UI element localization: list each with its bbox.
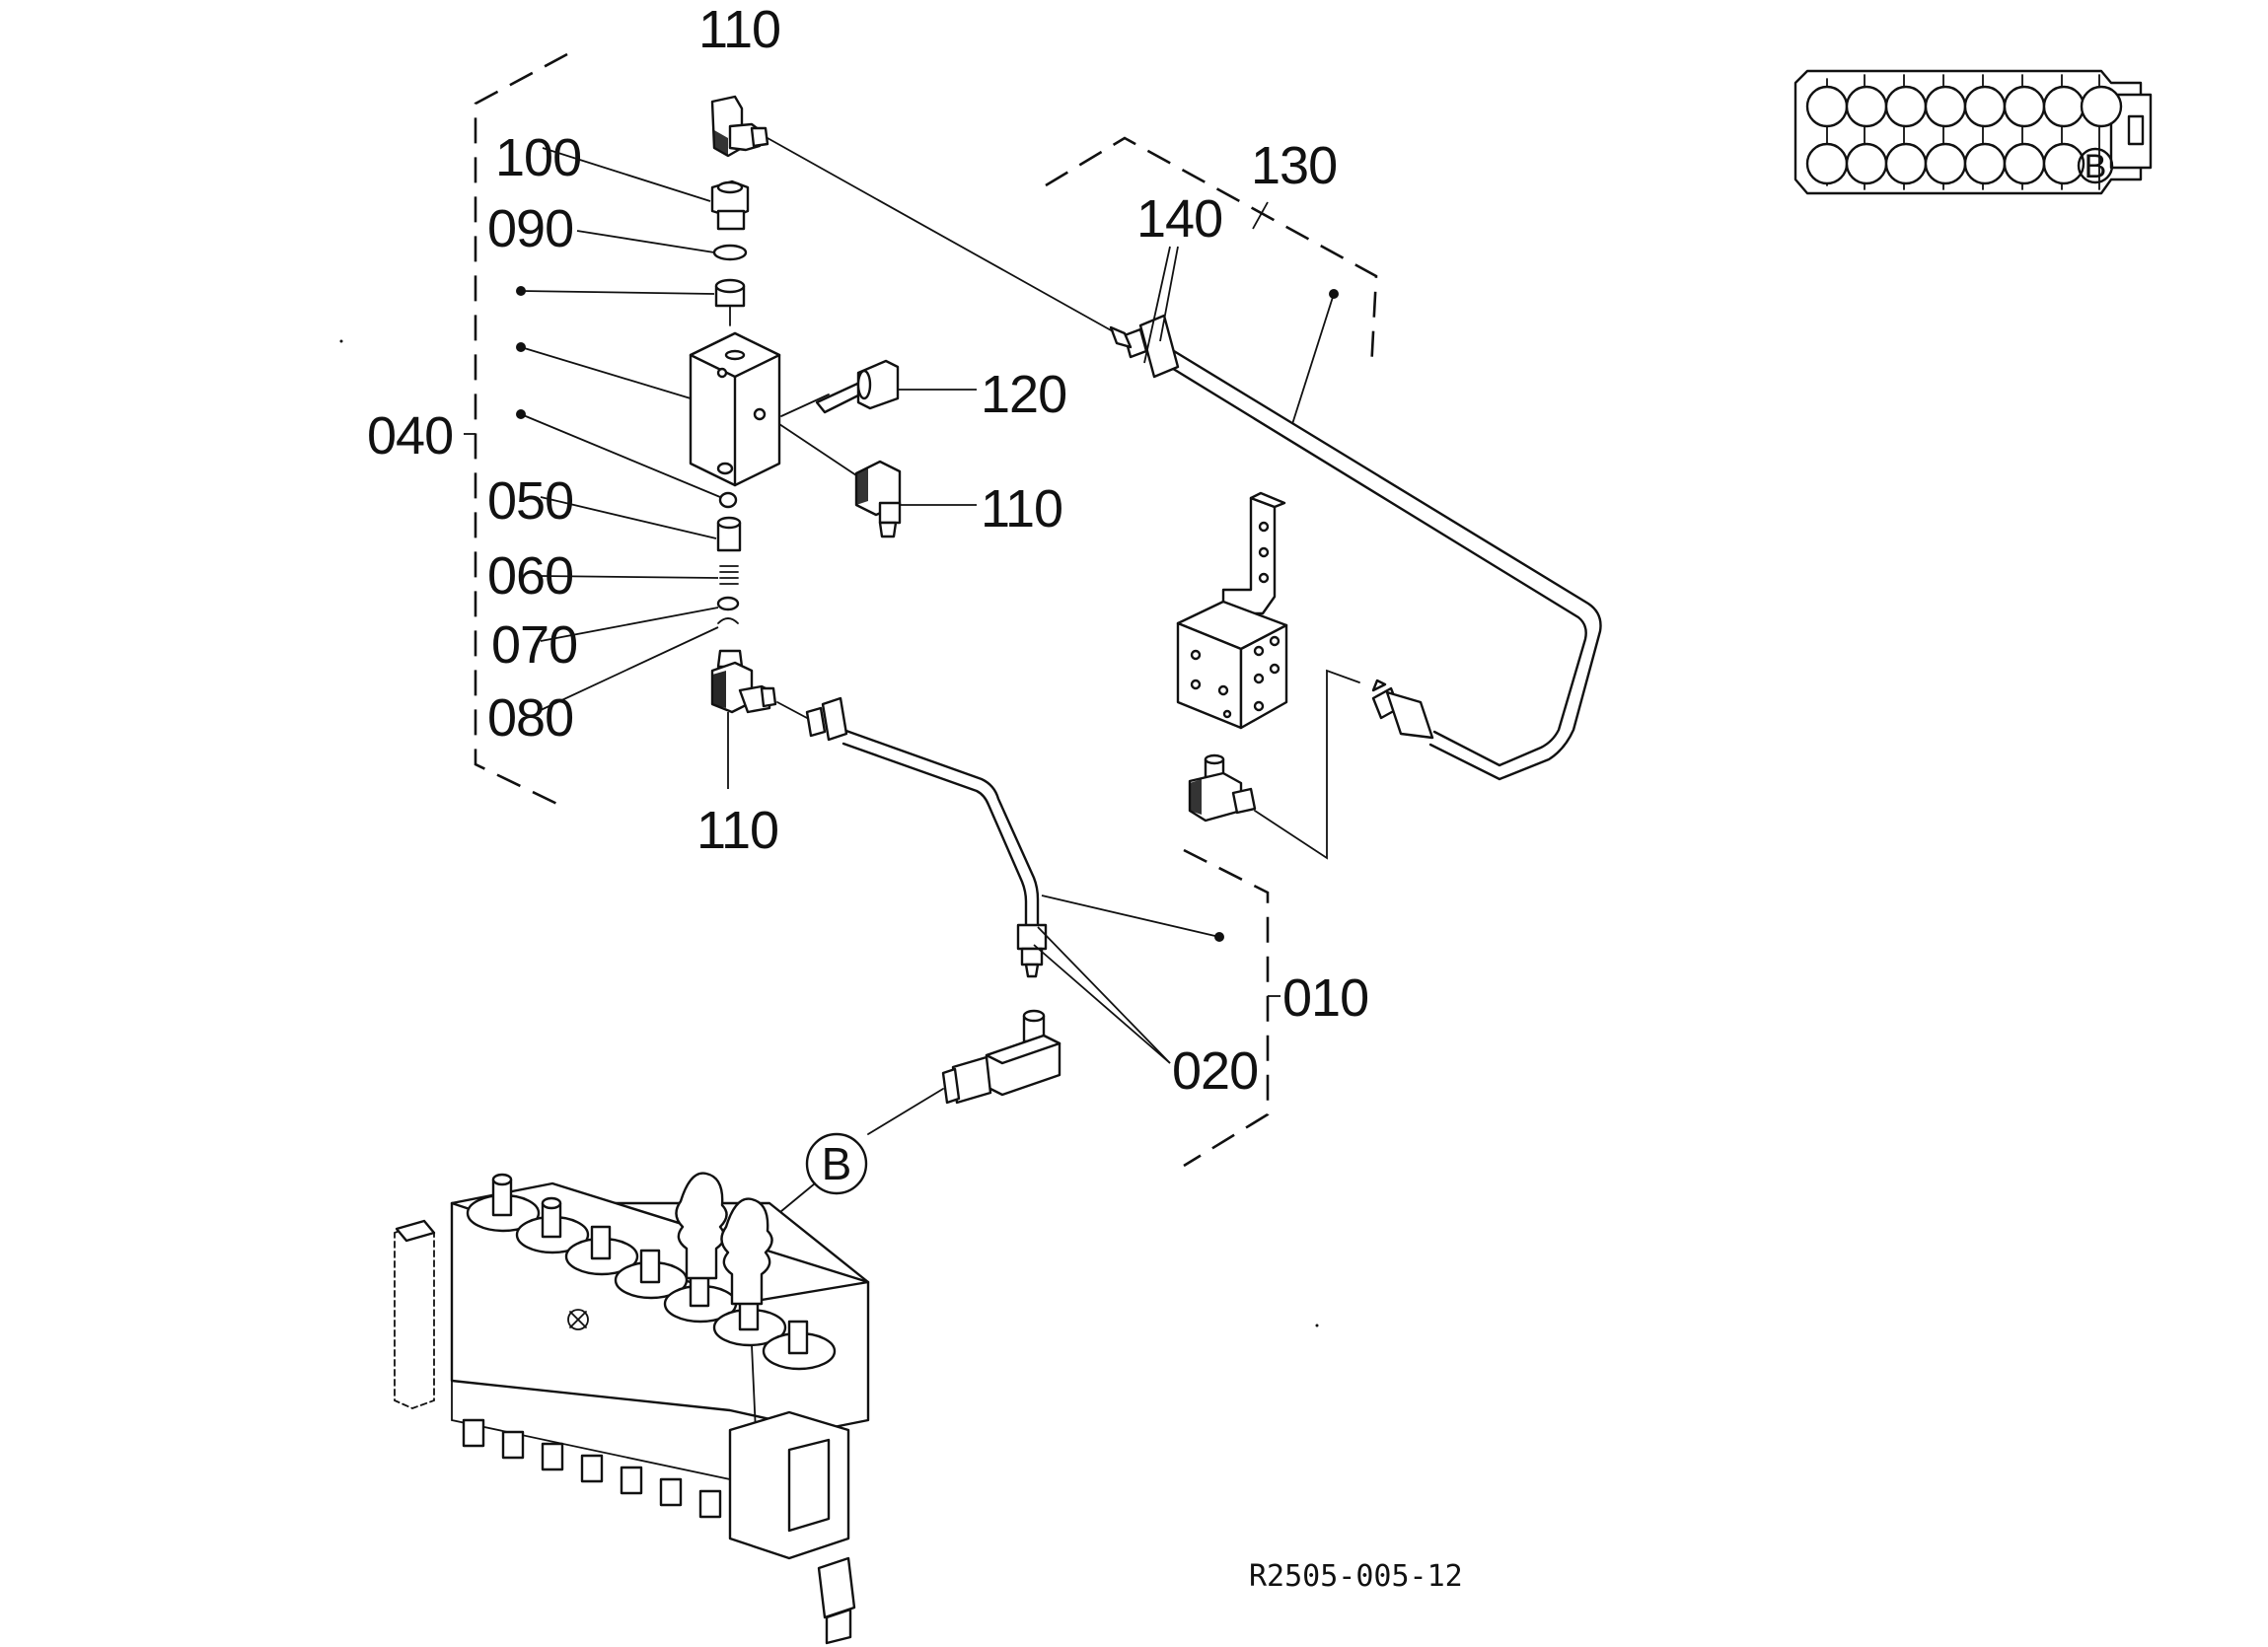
svg-text:B: B (822, 1138, 852, 1189)
manifold-elbow (1188, 753, 1257, 823)
label-120: 120 (981, 365, 1066, 424)
part-labels: 110 100 090 040 050 060 070 080 110 120 … (367, 0, 1369, 1101)
bracket-010 (1183, 848, 1280, 1168)
label-070: 070 (491, 615, 577, 675)
pipe-130-bottom-fitting (1371, 679, 1434, 740)
label-090: 090 (487, 199, 573, 258)
callout-b: B (768, 1132, 868, 1222)
plug (714, 278, 746, 326)
spring-060 (719, 565, 739, 585)
nut-100 (710, 179, 750, 231)
valve-block (689, 331, 781, 487)
label-110-mid: 110 (981, 479, 1062, 538)
label-130: 130 (1251, 136, 1337, 195)
pipe-lower-bottom-fitting (1016, 923, 1048, 978)
label-010: 010 (1282, 968, 1368, 1028)
bracket-040 (464, 52, 568, 811)
label-060: 060 (487, 546, 573, 606)
leaders (516, 147, 1339, 1064)
bottom-ports (462, 1418, 856, 1645)
label-110-bottom: 110 (696, 801, 778, 860)
label-050: 050 (487, 471, 573, 531)
label-040: 040 (367, 406, 453, 465)
elbow-fitting-110-bottom (710, 649, 777, 714)
inset-top-view: B (1793, 69, 2153, 195)
pipe-lower (841, 728, 1040, 927)
control-valve-assembly (394, 1172, 870, 1645)
inset-circles (1805, 85, 2123, 185)
elbow-fitting-110-top (710, 95, 769, 158)
inset-b-label: B (2085, 148, 2107, 185)
label-020: 020 (1172, 1041, 1258, 1101)
rubber-boots (675, 1172, 773, 1306)
label-140: 140 (1136, 189, 1222, 249)
break-line (1254, 669, 1360, 860)
label-080: 080 (487, 688, 573, 748)
connector-120 (815, 359, 900, 414)
o-ring-090 (712, 244, 748, 261)
label-100: 100 (495, 128, 581, 187)
drawing-code: R2505-005-12 (1249, 1559, 1463, 1594)
elbow-fitting-110-mid (854, 460, 902, 538)
manifold-block (1176, 600, 1288, 730)
pipe-130 (1168, 349, 1602, 781)
mounting-bracket (1221, 491, 1286, 615)
fitting-block-b (867, 1009, 1061, 1135)
pipe-lower-left-fitting (776, 696, 848, 742)
snap-ring-080 (717, 617, 739, 624)
spring-seat (716, 516, 742, 552)
bracket-130 (1045, 136, 1378, 371)
ball-050 (718, 491, 738, 509)
o-ring-070 (716, 596, 740, 611)
label-110-top: 110 (698, 0, 780, 59)
pipe-130-top-fitting (1109, 314, 1180, 379)
